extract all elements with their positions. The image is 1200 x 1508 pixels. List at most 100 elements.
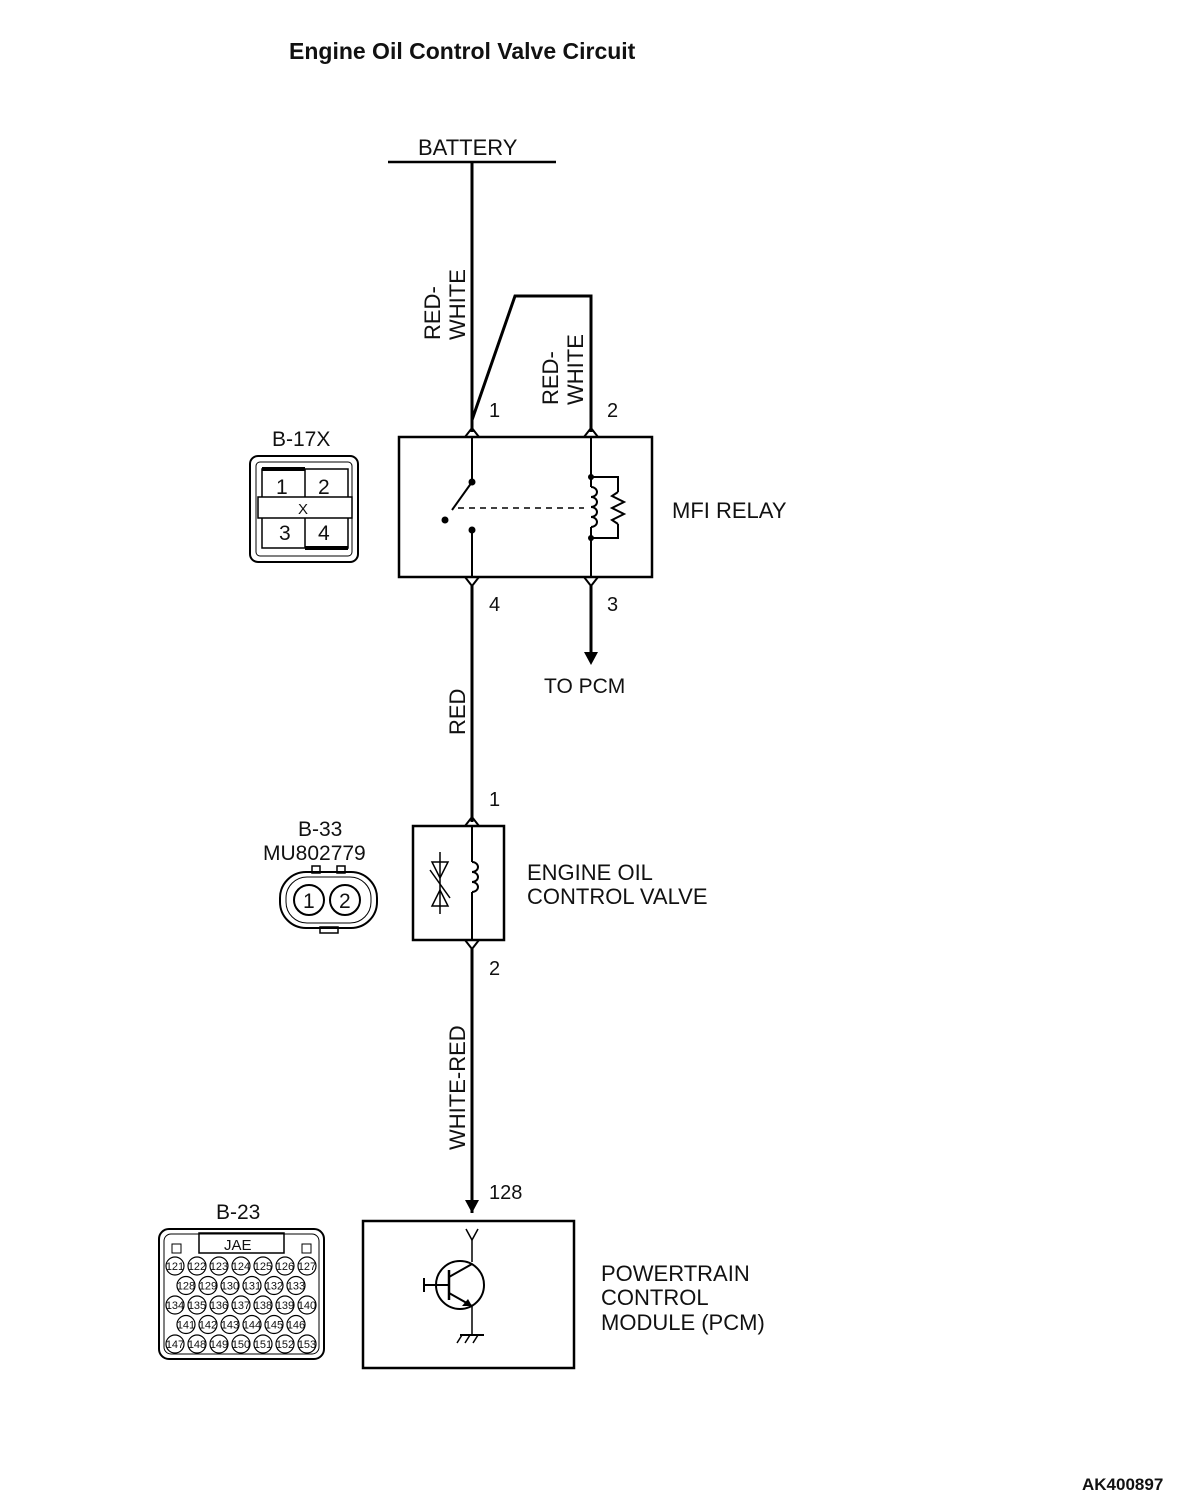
pcm-connector-pin-circle (286, 1275, 306, 1296)
pcm-connector-pin-circle (264, 1275, 284, 1296)
pcm-connector-pin-label: 153 (298, 1339, 316, 1351)
to-pcm-label: TO PCM (544, 675, 625, 698)
pcm-connector-pin-circle (176, 1314, 196, 1335)
pcm-connector-pin-label: 122 (188, 1261, 206, 1273)
pcm-connector-pin-label: 138 (254, 1300, 272, 1312)
relay-name: MFI RELAY (672, 498, 787, 523)
relay-pin-2: 2 (607, 400, 618, 422)
pcm-connector-pin-circle (297, 1334, 317, 1354)
pcm-connector-pin-circle (209, 1256, 229, 1276)
valve-pin-2: 2 (489, 958, 500, 980)
relay-connector-icon: X (249, 455, 359, 563)
pcm-connector-pin-label: 127 (298, 1261, 316, 1273)
valve-name-line2: CONTROL VALVE (527, 884, 708, 909)
pcm-connector-pin-label: 139 (276, 1300, 294, 1312)
pcm-connector-brand: JAE (224, 1237, 252, 1254)
relay-pin-4: 4 (489, 594, 500, 616)
pcm-connector-pin-label: 152 (276, 1339, 294, 1351)
pcm-connector-pin-label: 129 (199, 1281, 217, 1293)
pcm-connector-icon (158, 1228, 325, 1360)
pcm-name-line1: POWERTRAIN (601, 1261, 750, 1286)
figure-id: AK400897 (1082, 1475, 1163, 1494)
valve-name-line1: ENGINE OIL (527, 860, 653, 885)
pcm-connector-pin-circle (275, 1295, 295, 1315)
pcm-connector-pin-label: 143 (221, 1320, 239, 1332)
pcm-connector-pin-circle (165, 1256, 185, 1276)
pcm-connector-pin-circle (187, 1295, 207, 1315)
pcm-connector-pin-circle (264, 1314, 284, 1335)
pcm-connector-pin-label: 133 (287, 1281, 305, 1293)
relay-pin3-terminal-icon (583, 576, 599, 588)
relay-connector-cell-4: 4 (318, 522, 330, 545)
pcm-connector-pin-label: 149 (210, 1339, 228, 1351)
pcm-connector-pin-circle (176, 1275, 196, 1296)
to-pcm-arrow-icon (584, 652, 598, 665)
valve-connector-label: B-33 (298, 818, 342, 841)
pcm-pin-128: 128 (489, 1182, 522, 1204)
pcm-connector-pin-circle (220, 1314, 240, 1335)
pcm-connector-pin-circle (242, 1314, 262, 1335)
valve-box (411, 824, 506, 942)
pcm-connector-pin-circle (297, 1256, 317, 1276)
pcm-connector-pin-circle (253, 1334, 273, 1354)
pcm-connector-pin-circle (242, 1275, 262, 1296)
pcm-connector-pin-circle (286, 1314, 306, 1335)
valve-connector-cell-2: 2 (339, 890, 351, 913)
wire-battery-to-relay-2 (470, 294, 593, 432)
relay-connector-cell-3: 3 (279, 522, 291, 545)
relay-coil-icon (588, 437, 627, 577)
valve-pin2-terminal-icon (464, 939, 480, 951)
pcm-name-line2: CONTROL (601, 1285, 709, 1310)
pcm-connector-pin-circle (253, 1256, 273, 1276)
valve-pin1-terminal-icon (464, 815, 480, 827)
pcm-connector-pin-label: 128 (177, 1281, 195, 1293)
pcm-connector-pin-circle (220, 1275, 240, 1296)
pcm-connector-pin-label: 121 (166, 1261, 184, 1273)
relay-pin-3: 3 (607, 594, 618, 616)
relay-connector-cell-2: 2 (318, 476, 330, 499)
pcm-connector-pin-label: 141 (177, 1320, 195, 1332)
pcm-connector-pin-circle (165, 1295, 185, 1315)
pcm-connector-pin-label: 130 (221, 1281, 239, 1293)
valve-solenoid-icon (429, 826, 479, 940)
pcm-connector-pin-label: 123 (210, 1261, 228, 1273)
pcm-input-arrow-icon (465, 1200, 479, 1213)
relay-pin1-terminal-icon (464, 426, 480, 438)
relay-switch-icon (441, 437, 584, 577)
pcm-connector-pin-circle (209, 1295, 229, 1315)
pcm-connector-pin-label: 131 (243, 1281, 261, 1293)
pcm-connector-pin-label: 146 (287, 1320, 305, 1332)
pcm-connector-pin-circle (253, 1295, 273, 1315)
pcm-connector-pin-circle (297, 1295, 317, 1315)
pcm-connector-pin-label: 147 (166, 1339, 184, 1351)
pcm-connector-pin-label: 142 (199, 1320, 217, 1332)
pcm-connector-pin-label: 135 (188, 1300, 206, 1312)
pcm-connector-pin-label: 145 (265, 1320, 283, 1332)
pcm-connector-pin-label: 124 (232, 1261, 250, 1273)
pcm-transistor-icon (423, 1228, 485, 1344)
valve-pin-1: 1 (489, 789, 500, 811)
svg-text:X: X (298, 501, 308, 518)
pcm-connector-pin-label: 137 (232, 1300, 250, 1312)
mfi-relay-box (397, 435, 654, 579)
valve-connector-icon (279, 865, 378, 934)
pcm-connector-pin-circle (231, 1334, 251, 1354)
relay-connector-cell-1: 1 (276, 476, 288, 499)
pcm-connector-pin-label: 140 (298, 1300, 316, 1312)
pcm-connector-pin-circle (231, 1295, 251, 1315)
pcm-connector-pin-circle (275, 1334, 295, 1354)
pcm-connector-pin-label: 136 (210, 1300, 228, 1312)
pcm-connector-pin-circle (231, 1256, 251, 1276)
pcm-connector-pin-circle (187, 1334, 207, 1354)
pcm-connector-pin-circle (187, 1256, 207, 1276)
pcm-connector-pin-label: 125 (254, 1261, 272, 1273)
battery-label: BATTERY (418, 135, 518, 160)
pcm-connector-pin-circle (209, 1334, 229, 1354)
pcm-box (361, 1219, 576, 1370)
relay-pin4-terminal-icon (464, 576, 480, 588)
relay-connector-label: B-17X (272, 428, 330, 451)
pcm-connector-pin-label: 150 (232, 1339, 250, 1351)
pcm-connector-pin-label: 132 (265, 1281, 283, 1293)
